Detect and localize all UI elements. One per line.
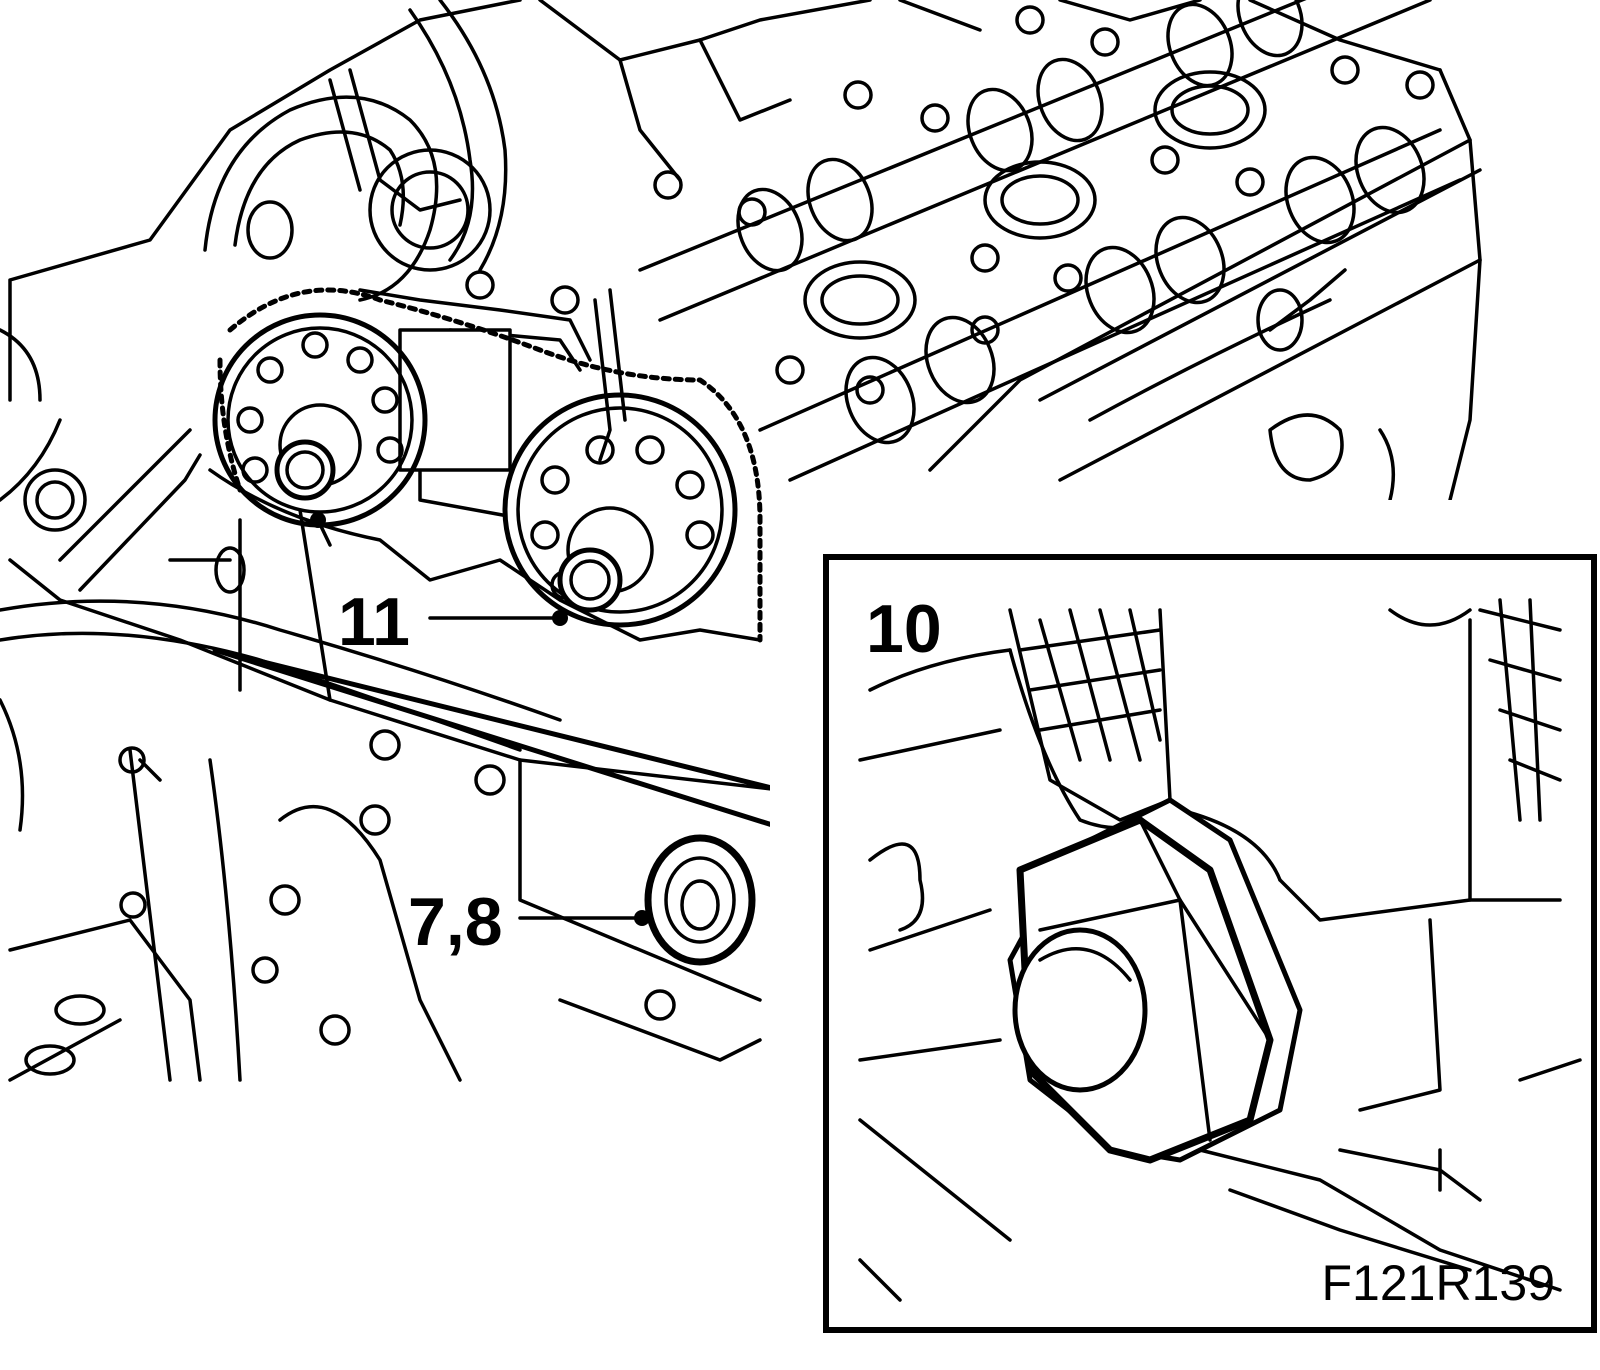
cylinder-head (465, 0, 1482, 502)
figure-code: F121R139 (1322, 1255, 1556, 1311)
seal-plug (644, 834, 756, 966)
left-pipes (0, 328, 246, 832)
bearing-cap-bolts (465, 5, 1435, 405)
coolant-hoses (203, 0, 508, 302)
callout-label-inset-bolt: 10 (866, 591, 942, 667)
callout-label-sprocket-bolts: 11 (338, 584, 410, 660)
callout-leaders (310, 512, 650, 926)
sprocket-bolt-left (274, 439, 336, 501)
inset-leader-wedge (212, 647, 823, 843)
cover-bolts (118, 729, 506, 1046)
engine-head-illustration (0, 0, 1482, 1082)
lower-timing-cover (8, 468, 762, 1082)
callout-label-seal-plug: 7,8 (408, 884, 503, 960)
engine-block-outline (8, 0, 782, 792)
timing-chain (217, 287, 763, 643)
detail-inset: 10 F121R139 (823, 554, 1597, 1333)
inset-hex-bolt (1007, 797, 1303, 1164)
camshaft-upper (638, 0, 1432, 322)
sprocket-bolt-right (557, 547, 623, 613)
camshaft-lower (758, 125, 1462, 482)
spark-plug-wells (803, 70, 1267, 340)
